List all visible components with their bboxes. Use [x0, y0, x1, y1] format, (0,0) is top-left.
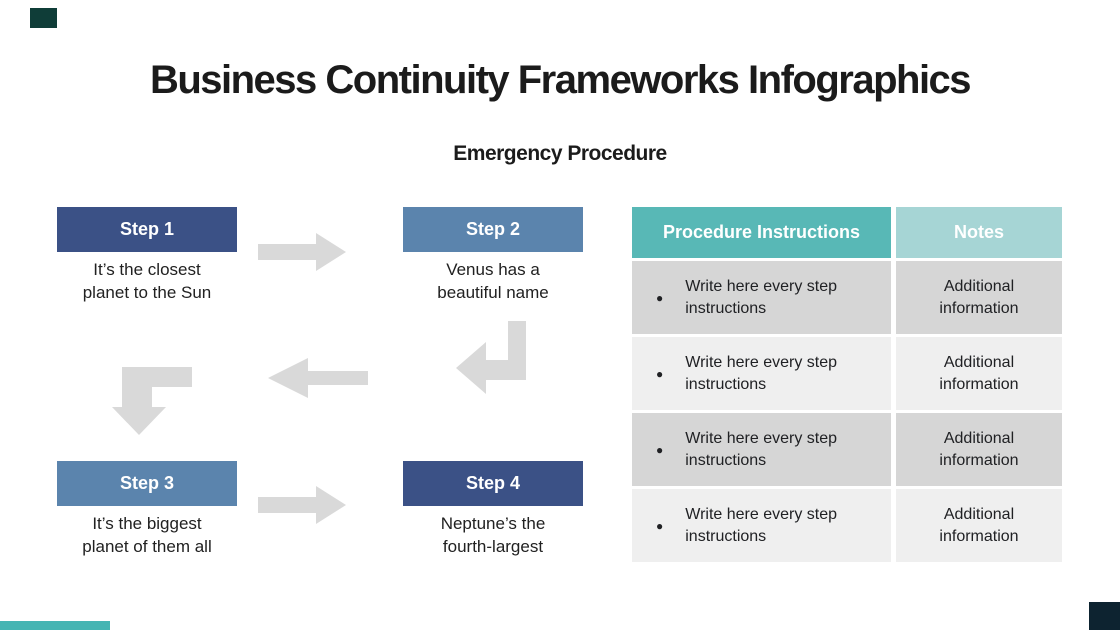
- procedure-table: Procedure Instructions Notes ● Write her…: [632, 207, 1062, 562]
- bullet-icon: ●: [656, 442, 664, 457]
- step-box-3: Step 3: [57, 461, 237, 506]
- bullet-icon: ●: [656, 518, 664, 533]
- instruction-cell: ● Write here every step instructions: [632, 337, 891, 410]
- note-cell: Additional information: [896, 337, 1062, 410]
- step-caption-4: Neptune’s the fourth-largest: [440, 514, 546, 556]
- note-cell: Additional information: [896, 413, 1062, 486]
- page-title: Business Continuity Frameworks Infograph…: [149, 58, 972, 102]
- step-label: Step 2: [465, 219, 521, 239]
- right-arrow-icon: [258, 486, 346, 524]
- step-label: Step 3: [119, 473, 175, 493]
- header-cell-instructions: Procedure Instructions: [632, 207, 891, 258]
- instruction-text: Write here every step instructions: [685, 277, 838, 317]
- slide-subtitle: Emergency Procedure: [453, 142, 667, 165]
- elbow-left-down-arrow-icon: [112, 367, 192, 435]
- note-cell: Additional information: [896, 489, 1062, 562]
- step-label: Step 1: [119, 219, 175, 239]
- left-arrow-icon: [268, 358, 368, 398]
- instruction-text: Write here every step instructions: [685, 505, 838, 545]
- step-box-2: Step 2: [403, 207, 583, 252]
- bottom-teal-bar: [0, 621, 110, 630]
- elbow-down-left-arrow-icon: [456, 321, 526, 394]
- note-cell: Additional information: [896, 261, 1062, 334]
- step-box-4: Step 4: [403, 461, 583, 506]
- bullet-icon: ●: [656, 290, 664, 305]
- instruction-cell: ● Write here every step instructions: [632, 261, 891, 334]
- instruction-text: Write here every step instructions: [685, 353, 838, 393]
- instruction-text: Write here every step instructions: [685, 429, 838, 469]
- step-caption-3: It’s the biggest planet of them all: [82, 514, 212, 556]
- instruction-cell: ● Write here every step instructions: [632, 413, 891, 486]
- bullet-icon: ●: [656, 366, 664, 381]
- header-cell-notes: Notes: [896, 207, 1062, 258]
- corner-decoration-top-left: [30, 8, 57, 28]
- right-arrow-icon: [258, 233, 346, 271]
- step-box-1: Step 1: [57, 207, 237, 252]
- step-caption-1: It’s the closest planet to the Sun: [82, 260, 212, 302]
- step-label: Step 4: [465, 473, 521, 493]
- instruction-cell: ● Write here every step instructions: [632, 489, 891, 562]
- corner-decoration-bottom-right: [1089, 602, 1120, 630]
- step-caption-2: Venus has a beautiful name: [437, 260, 549, 302]
